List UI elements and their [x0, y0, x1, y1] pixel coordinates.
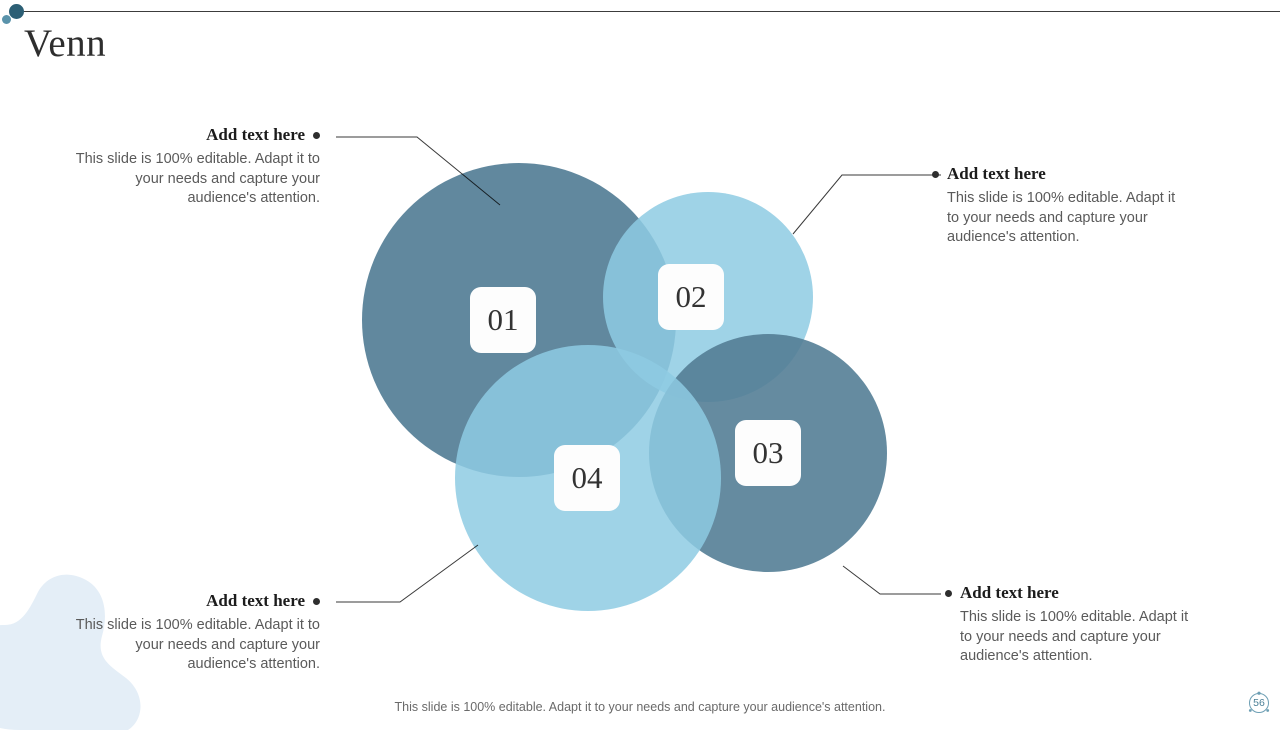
decorative-blob	[0, 574, 141, 730]
callout-bullet-icon-3	[313, 597, 320, 605]
callout-bullet-icon-1	[313, 131, 320, 139]
page-title: Venn	[24, 22, 107, 65]
venn-label-04[interactable]: 04	[554, 445, 620, 511]
header-rule	[22, 11, 1280, 12]
callout-heading-text-3: Add text here	[206, 591, 305, 610]
venn-label-03[interactable]: 03	[735, 420, 801, 486]
callout-heading-text-1: Add text here	[206, 125, 305, 144]
callout-body-4: This slide is 100% editable. Adapt it to…	[960, 609, 1189, 665]
page-badge-ring-icon	[1248, 691, 1270, 713]
venn-label-02[interactable]: 02	[658, 264, 724, 330]
footer-note: This slide is 100% editable. Adapt it to…	[394, 700, 886, 714]
header-dot-large-icon	[9, 4, 24, 19]
callout-heading-4: Add text here	[945, 583, 1195, 603]
callout-block-1: Add text here This slide is 100% editabl…	[70, 125, 320, 209]
callout-body-3: This slide is 100% editable. Adapt it to…	[75, 617, 320, 673]
venn-label-01[interactable]: 01	[470, 287, 536, 353]
callout-body-2: This slide is 100% editable. Adapt it to…	[947, 190, 1176, 246]
callout-block-3: Add text here This slide is 100% editabl…	[70, 591, 320, 675]
callout-block-4: Add text here This slide is 100% editabl…	[945, 583, 1195, 667]
callout-heading-text-2: Add text here	[947, 164, 1046, 183]
callout-bullet-icon-2	[932, 170, 939, 178]
connector-line-3	[336, 544, 479, 603]
connector-line-2	[792, 174, 941, 235]
callout-block-2: Add text here This slide is 100% editabl…	[932, 164, 1182, 248]
callout-bullet-icon-4	[945, 589, 952, 597]
callout-heading-1: Add text here	[70, 125, 320, 145]
connector-line-4	[842, 565, 941, 595]
callout-heading-text-4: Add text here	[960, 583, 1059, 602]
header-dot-small-icon	[2, 15, 11, 24]
page-number: 56	[1253, 697, 1265, 709]
callout-heading-3: Add text here	[70, 591, 320, 611]
callout-body-1: This slide is 100% editable. Adapt it to…	[75, 151, 320, 207]
callout-heading-2: Add text here	[932, 164, 1182, 184]
page-number-badge: 56	[1246, 690, 1272, 716]
